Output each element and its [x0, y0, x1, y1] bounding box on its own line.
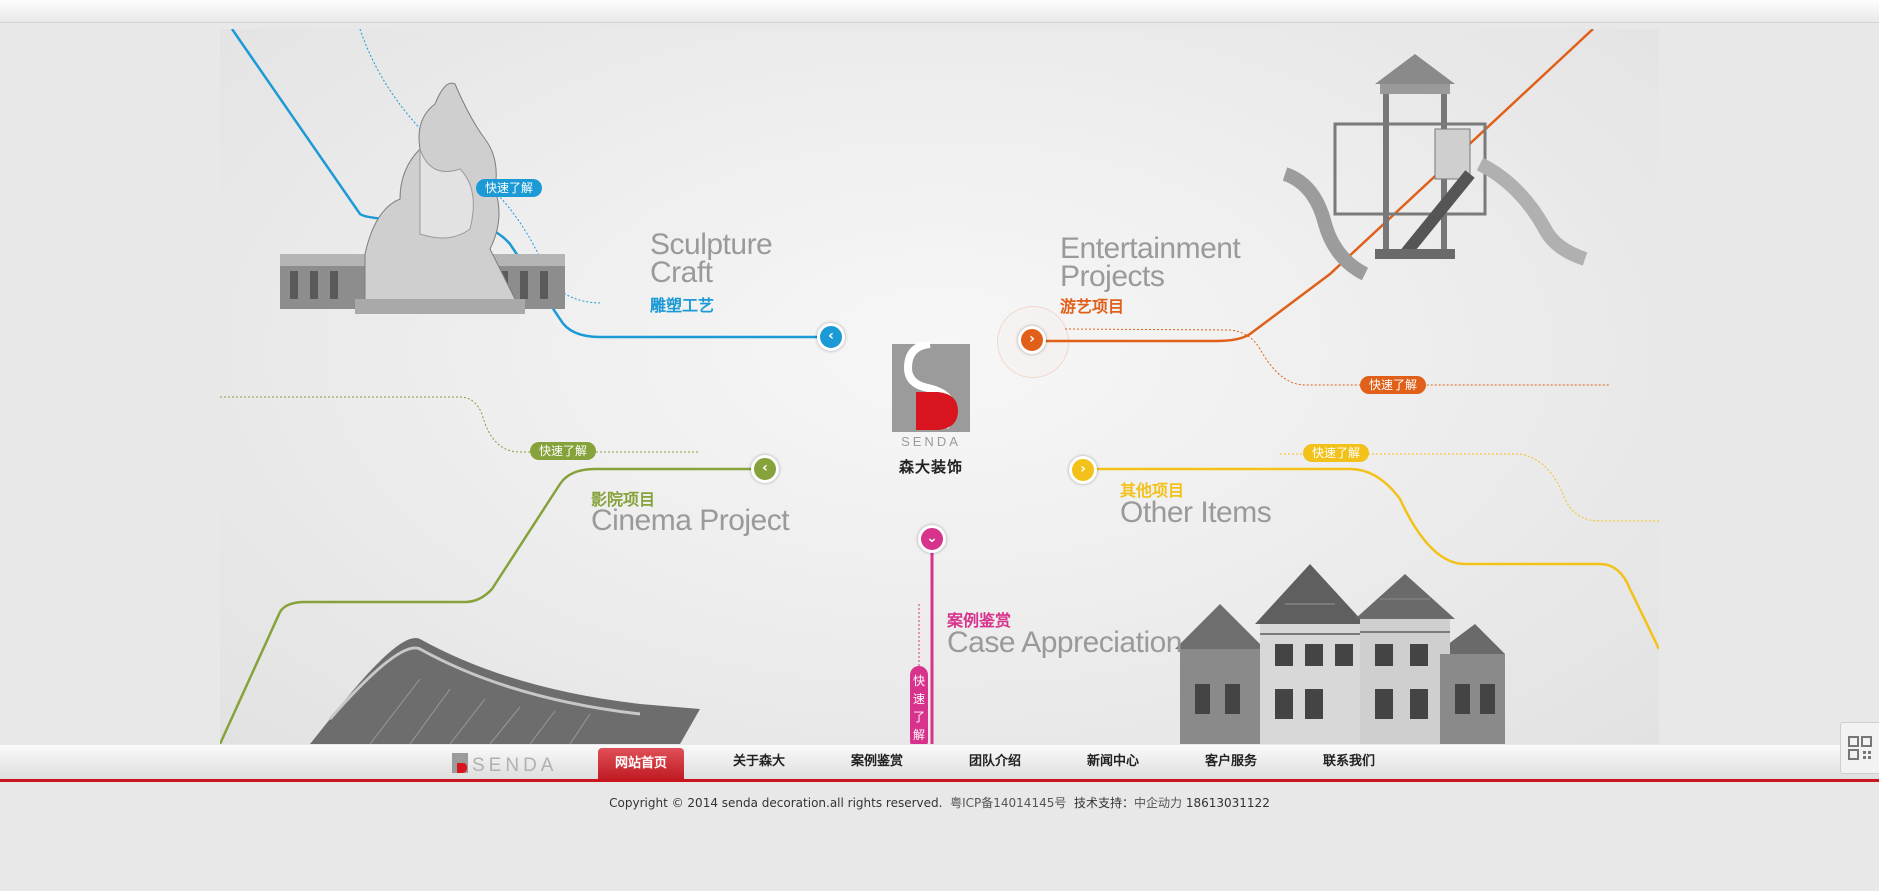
senda-cn-name: 森大装饰 — [898, 458, 963, 476]
qr-code-icon — [1848, 736, 1872, 760]
entertainment-nav-button[interactable]: › — [1018, 326, 1046, 354]
cinema-en-title: Cinema Project — [591, 504, 790, 537]
chevron-down-icon: ⌄ — [926, 530, 938, 546]
main-navbar: SENDA 网站首页 关于森大 案例鉴赏 团队介绍 新闻中心 客户服务 联系我们 — [0, 745, 1879, 782]
cinema-image — [310, 638, 700, 744]
senda-brand-logo[interactable]: SENDA — [450, 751, 580, 775]
nav-item-team[interactable]: 团队介绍 — [968, 754, 1021, 769]
senda-logo-mark: SENDA — [892, 340, 970, 449]
qr-code-button[interactable] — [1840, 722, 1879, 774]
chevron-left-icon: ‹ — [828, 328, 834, 344]
other-dotted-line — [1280, 453, 1659, 522]
cinema-line — [220, 467, 765, 744]
house-image — [1175, 564, 1505, 744]
cases-more-pill[interactable]: 快 速 了 解 — [910, 666, 928, 744]
entertainment-more-pill[interactable]: 快速了解 — [1360, 376, 1427, 394]
entertainment-en-title: Entertainment Projects — [1060, 232, 1241, 293]
other-cn-title[interactable]: 其他项目 — [1120, 481, 1185, 500]
hero-stage: SENDA 森大装饰 Sculpture Craft 雕塑工艺 快速了解 ‹ E… — [220, 29, 1659, 744]
senda-center-logo: SENDA 森大装饰 — [890, 340, 972, 477]
cases-en-title: Case Appreciation — [947, 626, 1183, 659]
chevron-right-icon: › — [1029, 331, 1035, 347]
entertainment-dotted-line — [1064, 328, 1610, 386]
chevron-left-icon: ‹ — [762, 460, 768, 476]
sculpture-nav-button[interactable]: ‹ — [817, 323, 845, 351]
cases-nav-button[interactable]: ⌄ — [918, 525, 946, 553]
chevron-right-icon: › — [1080, 461, 1086, 477]
entertainment-cn-title[interactable]: 游艺项目 — [1060, 297, 1125, 316]
playground-image — [1282, 54, 1588, 281]
main-menu: 网站首页 关于森大 案例鉴赏 团队介绍 新闻中心 客户服务 联系我们 — [598, 745, 1408, 779]
svg-text:SENDA: SENDA — [472, 755, 557, 775]
other-line — [1088, 467, 1659, 650]
connector-lines — [220, 29, 1659, 744]
sculpture-en-title: Sculpture Craft — [650, 228, 773, 289]
other-nav-button[interactable]: › — [1069, 456, 1097, 484]
sculpture-more-pill[interactable]: 快速了解 — [476, 179, 543, 197]
nav-item-contact[interactable]: 联系我们 — [1322, 754, 1375, 769]
other-more-pill[interactable]: 快速了解 — [1303, 444, 1370, 462]
copyright-text: Copyright © 2014 senda decoration.all ri… — [609, 796, 943, 810]
svg-text:SENDA: SENDA — [901, 434, 961, 449]
cinema-nav-button[interactable]: ‹ — [751, 455, 779, 483]
cases-cn-title[interactable]: 案例鉴赏 — [947, 611, 1012, 630]
tech-support-company[interactable]: 中企动力 — [1134, 796, 1183, 810]
icp-link[interactable]: 粤ICP备14014145号 — [950, 796, 1067, 810]
nav-item-about[interactable]: 关于森大 — [732, 754, 785, 769]
other-en-title: Other Items — [1120, 496, 1272, 529]
footer-copyright: Copyright © 2014 senda decoration.all ri… — [0, 794, 1879, 811]
cinema-more-pill[interactable]: 快速了解 — [530, 442, 597, 460]
tech-support-label: 技术支持： — [1073, 796, 1134, 810]
tech-support-phone: 18613031122 — [1185, 796, 1270, 810]
cinema-dotted-line — [220, 396, 700, 453]
nav-item-news[interactable]: 新闻中心 — [1086, 754, 1139, 769]
sculpture-image — [280, 82, 565, 314]
top-bar — [0, 0, 1879, 23]
cinema-cn-title[interactable]: 影院项目 — [591, 490, 656, 509]
nav-item-service[interactable]: 客户服务 — [1204, 754, 1257, 769]
nav-item-cases[interactable]: 案例鉴赏 — [850, 754, 903, 769]
entertainment-line — [1045, 29, 1594, 343]
nav-item-home[interactable]: 网站首页 — [598, 748, 684, 779]
sculpture-cn-title[interactable]: 雕塑工艺 — [650, 296, 715, 315]
